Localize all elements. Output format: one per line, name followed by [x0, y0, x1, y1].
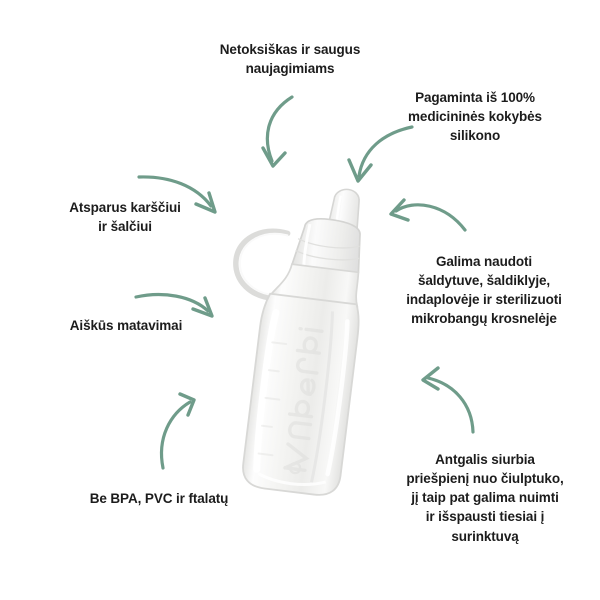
feature-label-heat-cold-resistant: Atsparus karščiui ir šalčiui	[69, 200, 181, 235]
feature-label-clear-measurements: Aiškūs matavimai	[69, 318, 183, 333]
feature-label-nontoxic: Netoksiškas ir saugus naujagimiams	[219, 42, 361, 77]
arrow-to-bottle-body-right	[389, 198, 467, 232]
feature-label-appliance-safe: Galima naudoti šaldytuve, šaldiklyje, in…	[406, 254, 562, 327]
feature-label-bpa-free: Be BPA, PVC ir ftalatų	[89, 491, 229, 506]
arrow-to-bottle-body-left	[134, 293, 214, 318]
bottle-measurement-marks	[257, 341, 288, 457]
bottle-strap-loop	[233, 228, 291, 302]
arrow-to-bottle-cap	[347, 125, 414, 183]
arrow-to-bottle-top	[261, 95, 294, 168]
arrow-to-bottle-base-right	[421, 366, 475, 434]
arrow-to-bottle-neck	[137, 175, 217, 214]
bottle-embossed-branding	[283, 326, 324, 475]
bottle-body	[242, 292, 360, 496]
feature-label-medical-silicone: Pagaminta iš 100% medicininės kokybės si…	[408, 90, 542, 144]
feature-label-pump-nipple: Antgalis siurbia priešpienį nuo čiulptuk…	[406, 452, 564, 544]
arrow-to-bottle-base-left	[159, 392, 196, 470]
